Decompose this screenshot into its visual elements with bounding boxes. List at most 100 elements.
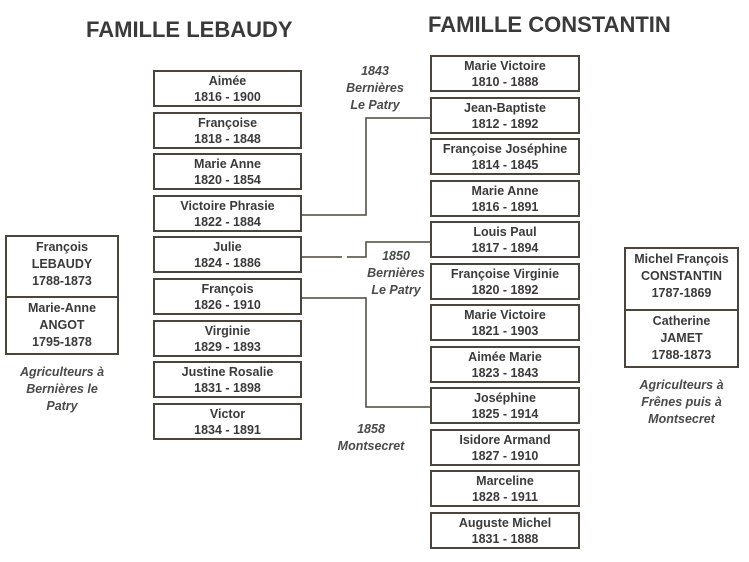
title-constantin: FAMILLE CONSTANTIN bbox=[428, 12, 671, 37]
marriage-line-1843 bbox=[302, 117, 430, 216]
person-dates: 1829 - 1893 bbox=[194, 339, 261, 354]
mother-dates: 1788-1873 bbox=[651, 348, 712, 362]
person-dates: 1822 - 1884 bbox=[194, 214, 261, 229]
mother-dates: 1795-1878 bbox=[32, 335, 92, 349]
mother-first-name: Marie-Anne bbox=[27, 301, 97, 315]
father-box: Michel François CONSTANTIN 1787-1869 bbox=[626, 249, 737, 309]
person-box: Louis Paul 1817 - 1894 bbox=[430, 221, 580, 258]
person-name: Joséphine bbox=[474, 391, 536, 405]
person-dates: 1820 - 1854 bbox=[194, 173, 261, 188]
note-line: Frênes puis à bbox=[641, 395, 722, 409]
person-dates: 1826 - 1910 bbox=[194, 298, 261, 312]
person-dates: 1816 - 1900 bbox=[194, 90, 261, 104]
person-name: Marie Anne bbox=[471, 183, 539, 198]
person-dates: 1825 - 1914 bbox=[471, 407, 539, 421]
note-line: Agriculteurs à bbox=[639, 378, 724, 392]
person-box: Marie Victoire 1821 - 1903 bbox=[430, 304, 580, 341]
person-name: Victoire Phrasie bbox=[180, 198, 275, 213]
person-dates: 1831 - 1898 bbox=[194, 381, 261, 396]
person-name: Marceline bbox=[476, 474, 534, 488]
person-dates: 1818 - 1848 bbox=[194, 131, 261, 146]
person-box: Aimée 1816 - 1900 bbox=[153, 70, 302, 107]
marriage-place: Montsecret bbox=[337, 439, 405, 453]
person-box: Françoise Joséphine 1814 - 1845 bbox=[430, 138, 580, 175]
father-dates: 1787-1869 bbox=[651, 286, 712, 300]
marriage-year: 1858 bbox=[357, 422, 385, 436]
person-dates: 1810 - 1888 bbox=[471, 75, 539, 89]
mother-first-name: Catherine bbox=[652, 314, 711, 328]
marriage-line-1858 bbox=[302, 297, 430, 408]
father-dates: 1788-1873 bbox=[32, 274, 92, 288]
person-name: Françoise Virginie bbox=[450, 266, 560, 281]
person-name: Marie Victoire bbox=[464, 308, 546, 322]
person-name: Auguste Michel bbox=[458, 515, 552, 530]
person-name: Françoise Joséphine bbox=[442, 142, 568, 156]
mother-box: Marie-Anne ANGOT 1795-1878 bbox=[7, 296, 117, 353]
person-dates: 1831 - 1888 bbox=[471, 531, 539, 546]
mother-last-name: ANGOT bbox=[39, 318, 85, 332]
father-box: François LEBAUDY 1788-1873 bbox=[7, 237, 117, 296]
marriage-note-1843: 1843 Bernières Le Patry bbox=[340, 63, 410, 114]
father-first-name: François bbox=[35, 240, 89, 254]
person-box: Marie Victoire 1810 - 1888 bbox=[430, 55, 580, 92]
person-dates: 1814 - 1845 bbox=[471, 158, 539, 172]
person-dates: 1834 - 1891 bbox=[194, 422, 261, 437]
note-line: Bernières le bbox=[26, 382, 98, 396]
person-dates: 1820 - 1892 bbox=[471, 282, 539, 297]
marriage-place: Bernières bbox=[346, 81, 404, 95]
person-dates: 1816 - 1891 bbox=[471, 199, 539, 214]
marriage-place: Le Patry bbox=[350, 98, 400, 112]
person-name: Françoise bbox=[197, 115, 258, 130]
person-dates: 1821 - 1903 bbox=[471, 324, 539, 338]
person-dates: 1828 - 1911 bbox=[471, 490, 539, 504]
marriage-note-1858: 1858 Montsecret bbox=[330, 421, 412, 455]
marriage-note-1850: 1850 Bernières Le Patry bbox=[360, 248, 432, 299]
person-name: Louis Paul bbox=[473, 225, 537, 239]
person-box: Joséphine 1825 - 1914 bbox=[430, 387, 580, 424]
person-name: Aimée Marie bbox=[468, 349, 542, 364]
mother-box: Catherine JAMET 1788-1873 bbox=[626, 309, 737, 366]
note-line: Montsecret bbox=[648, 412, 715, 426]
marriage-place: Le Patry bbox=[371, 283, 421, 297]
mother-last-name: JAMET bbox=[660, 331, 703, 345]
person-name: Justine Rosalie bbox=[181, 365, 274, 380]
person-box: Marceline 1828 - 1911 bbox=[430, 470, 580, 507]
father-last-name: CONSTANTIN bbox=[640, 269, 722, 283]
marriage-place: Bernières bbox=[367, 266, 425, 280]
person-dates: 1817 - 1894 bbox=[471, 241, 539, 255]
person-name: Virginie bbox=[204, 323, 251, 338]
person-name: Marie Anne bbox=[194, 157, 261, 172]
person-name: François bbox=[201, 282, 254, 296]
person-name: Jean-Baptiste bbox=[464, 100, 546, 115]
marriage-line-1850-b bbox=[347, 241, 430, 258]
person-name: Marie Victoire bbox=[464, 59, 546, 73]
person-dates: 1823 - 1843 bbox=[471, 365, 539, 380]
constantin-parents: Michel François CONSTANTIN 1787-1869 Cat… bbox=[624, 247, 739, 368]
constantin-parents-note: Agriculteurs à Frênes puis à Montsecret bbox=[624, 377, 739, 428]
title-lebaudy: FAMILLE LEBAUDY bbox=[86, 17, 293, 42]
marriage-year: 1843 bbox=[361, 64, 389, 78]
father-last-name: LEBAUDY bbox=[31, 257, 93, 271]
lebaudy-parents-note: Agriculteurs à Bernières le Patry bbox=[5, 364, 119, 415]
father-first-name: Michel François bbox=[634, 252, 729, 266]
lebaudy-parents: François LEBAUDY 1788-1873 Marie-Anne AN… bbox=[5, 235, 119, 355]
note-line: Patry bbox=[46, 399, 78, 413]
person-dates: 1827 - 1910 bbox=[471, 448, 539, 463]
person-name: Aimée bbox=[208, 74, 247, 88]
person-dates: 1824 - 1886 bbox=[194, 256, 261, 271]
note-line: Agriculteurs à bbox=[19, 365, 105, 379]
